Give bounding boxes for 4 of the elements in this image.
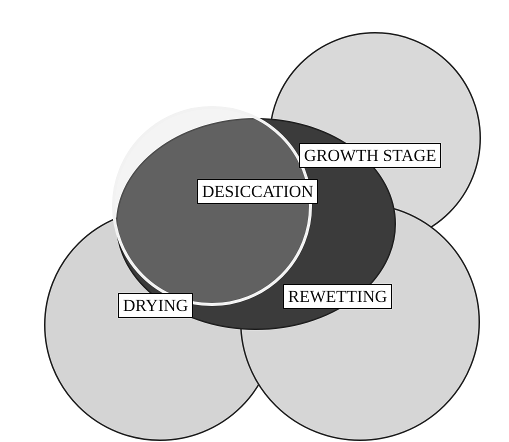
set-label: REWETTING (283, 284, 392, 310)
set-label: DESICCATION (197, 179, 318, 204)
set-label: GROWTH STAGE (299, 143, 442, 168)
set-label: DRYING (118, 293, 194, 318)
